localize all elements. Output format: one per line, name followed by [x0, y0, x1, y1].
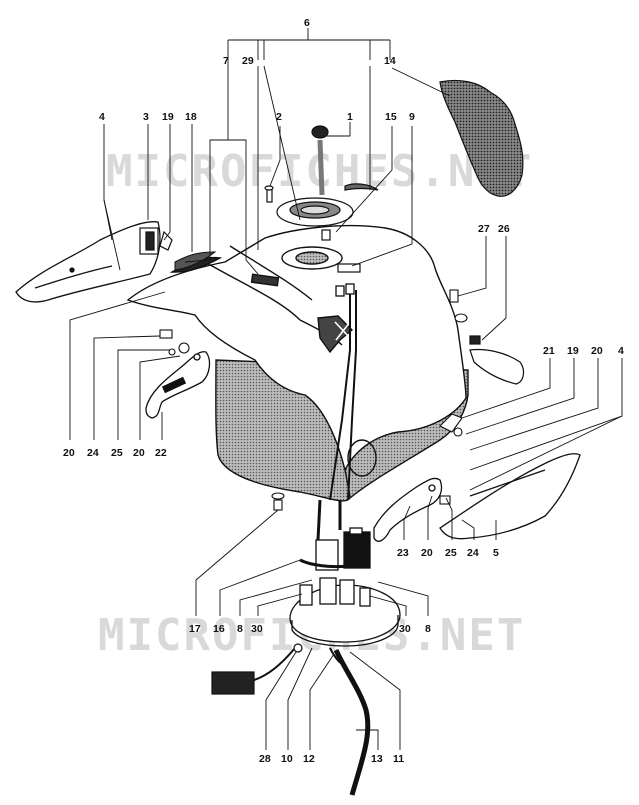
right-upper-bracket	[469, 335, 525, 385]
callout-9: 9	[409, 111, 415, 123]
callout-18: 18	[185, 111, 197, 123]
callout-30b: 30	[399, 623, 411, 635]
right-mount-bracket	[373, 477, 443, 542]
callout-22: 22	[155, 447, 167, 459]
fuel-pump-assembly	[289, 283, 401, 647]
fuel-hose	[329, 647, 371, 796]
callout-21: 21	[543, 345, 555, 357]
right-side-panel	[439, 453, 581, 540]
callout-27: 27	[478, 223, 490, 235]
left-fasteners	[159, 329, 190, 356]
callout-28: 28	[259, 753, 271, 765]
callout-20: 20	[591, 345, 603, 357]
callout-4b: 4	[618, 345, 624, 357]
callout-20b: 20	[63, 447, 75, 459]
electrical-connector	[211, 643, 303, 695]
callout-13: 13	[371, 753, 383, 765]
fuel-tank	[126, 224, 469, 502]
left-side-panel	[15, 221, 161, 303]
callout-20d: 20	[421, 547, 433, 559]
callout-15: 15	[385, 111, 397, 123]
callout-5: 5	[493, 547, 499, 559]
callout-4: 4	[99, 111, 105, 123]
callout-numbers: 6 7 29 14 4 3 19 18 2 1 15 9 27 26 21 19…	[63, 17, 624, 765]
callout-1: 1	[347, 111, 353, 123]
callout-6: 6	[304, 17, 310, 29]
callout-16: 16	[213, 623, 225, 635]
callout-8b: 8	[425, 623, 431, 635]
left-mount-bracket	[145, 351, 211, 419]
callout-7: 7	[223, 55, 229, 67]
callout-30: 30	[251, 623, 263, 635]
callout-10: 10	[281, 753, 293, 765]
callout-3: 3	[143, 111, 149, 123]
callout-19: 19	[162, 111, 174, 123]
callout-14: 14	[384, 55, 396, 67]
callout-29: 29	[242, 55, 254, 67]
callout-24b: 24	[467, 547, 479, 559]
callout-25b: 25	[445, 547, 457, 559]
callout-19b: 19	[567, 345, 579, 357]
drain-plug	[271, 492, 285, 511]
callout-24: 24	[87, 447, 99, 459]
callout-26: 26	[498, 223, 510, 235]
callout-12: 12	[303, 753, 315, 765]
callout-25: 25	[111, 447, 123, 459]
callout-23: 23	[397, 547, 409, 559]
callout-11: 11	[393, 753, 404, 765]
tank-pad-decal	[439, 79, 524, 197]
callout-2: 2	[276, 111, 282, 123]
leader-lines	[69, 28, 623, 750]
callout-8: 8	[237, 623, 243, 635]
left-panel-bracket	[139, 227, 173, 255]
fuel-cap-assembly	[264, 125, 379, 273]
callout-17: 17	[189, 623, 201, 635]
callout-20c: 20	[133, 447, 145, 459]
